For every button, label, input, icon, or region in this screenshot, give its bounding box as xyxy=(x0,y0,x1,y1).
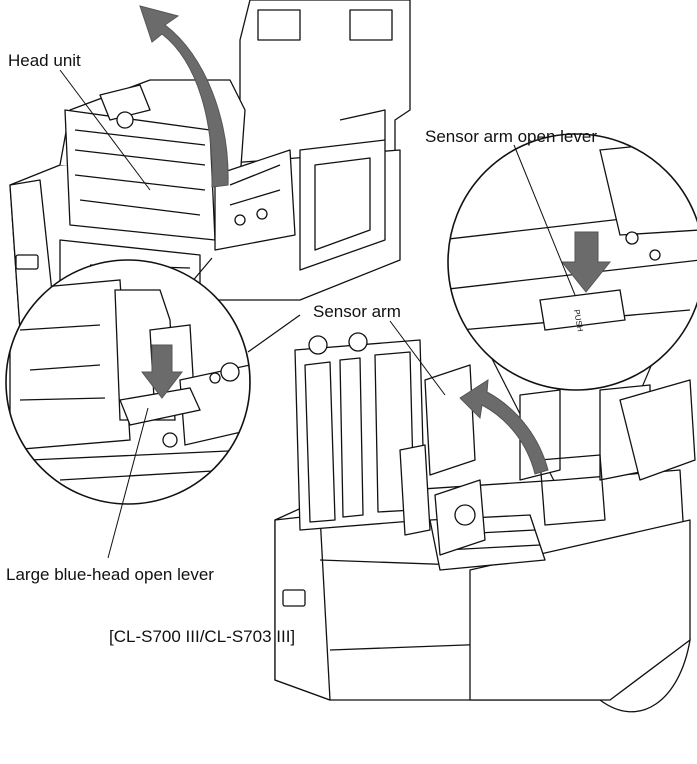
press-down-arrow xyxy=(140,344,184,399)
push-text: PUSH xyxy=(572,309,585,333)
sensor-arm-open-lever-label: Sensor arm open lever xyxy=(425,127,597,146)
open-rotation-arrow xyxy=(139,5,229,188)
large-lever-label: Large blue-head open lever xyxy=(6,565,214,584)
head-unit-label: Head unit xyxy=(8,51,81,70)
sensor-arm-label: Sensor arm xyxy=(313,302,401,321)
upper-printer xyxy=(9,0,411,331)
leader-lines xyxy=(59,69,576,559)
push-down-arrow xyxy=(560,231,612,293)
lever-detail-callout xyxy=(5,257,301,505)
sensor-arm-rotation-arrow xyxy=(459,379,549,475)
model-label: [CL-S700 III/CL-S703 III] xyxy=(109,627,296,646)
lower-printer xyxy=(274,332,696,713)
